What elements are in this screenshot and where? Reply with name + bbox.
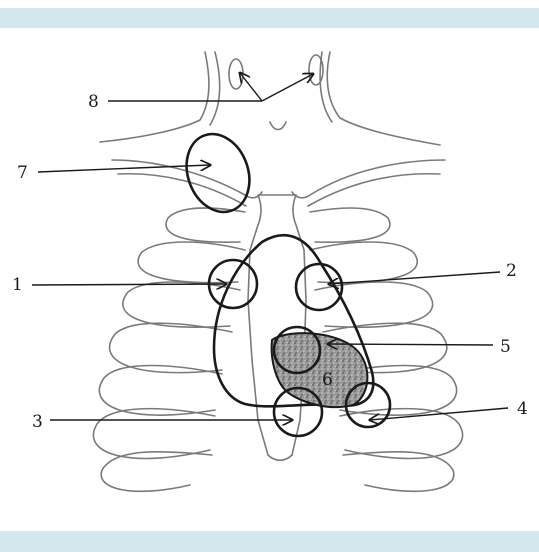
neck-shoulder-outline [100, 52, 440, 145]
ellipse-7 [176, 125, 260, 221]
label-4: 4 [517, 399, 528, 419]
ribs-left [93, 208, 245, 491]
label-7: 7 [17, 163, 28, 183]
label-5: 5 [500, 337, 511, 357]
label-2: 2 [506, 261, 517, 281]
label-8: 8 [88, 92, 99, 112]
label-6: 6 [322, 370, 333, 390]
label-3: 3 [32, 412, 43, 432]
carotid-ovals [229, 55, 323, 89]
label-1: 1 [12, 275, 23, 295]
pointer-arrows [32, 73, 508, 420]
